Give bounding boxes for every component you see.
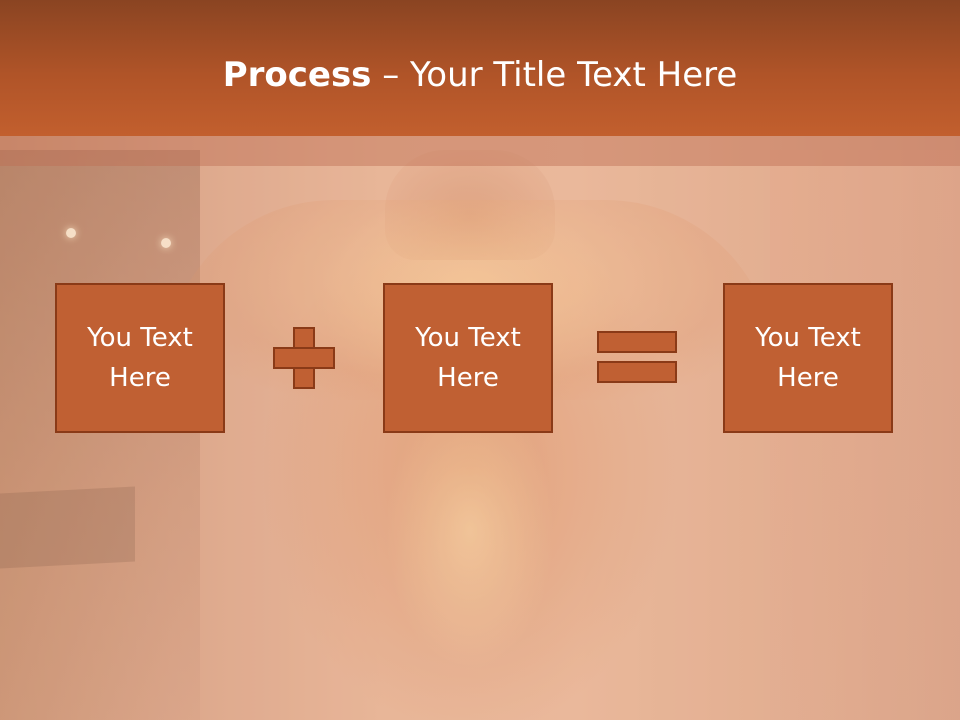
background-light <box>66 228 76 238</box>
title-rest: – Your Title Text Here <box>371 55 738 95</box>
process-box-3-text: You Text Here <box>755 323 861 393</box>
background-light <box>161 238 171 248</box>
process-box-3[interactable]: You Text Here <box>723 283 893 433</box>
title-bar: Process – Your Title Text Here <box>0 0 960 136</box>
process-box-2-text: You Text Here <box>415 323 521 393</box>
process-box-1-text: You Text Here <box>87 323 193 393</box>
background-statue-head <box>385 150 555 260</box>
plus-icon <box>273 327 335 389</box>
process-box-1[interactable]: You Text Here <box>55 283 225 433</box>
equals-icon <box>597 331 677 383</box>
slide-title: Process – Your Title Text Here <box>0 52 960 98</box>
process-box-2[interactable]: You Text Here <box>383 283 553 433</box>
title-bold: Process <box>222 55 372 95</box>
title-bar-strip <box>0 136 960 166</box>
background-right-wall <box>770 150 960 720</box>
